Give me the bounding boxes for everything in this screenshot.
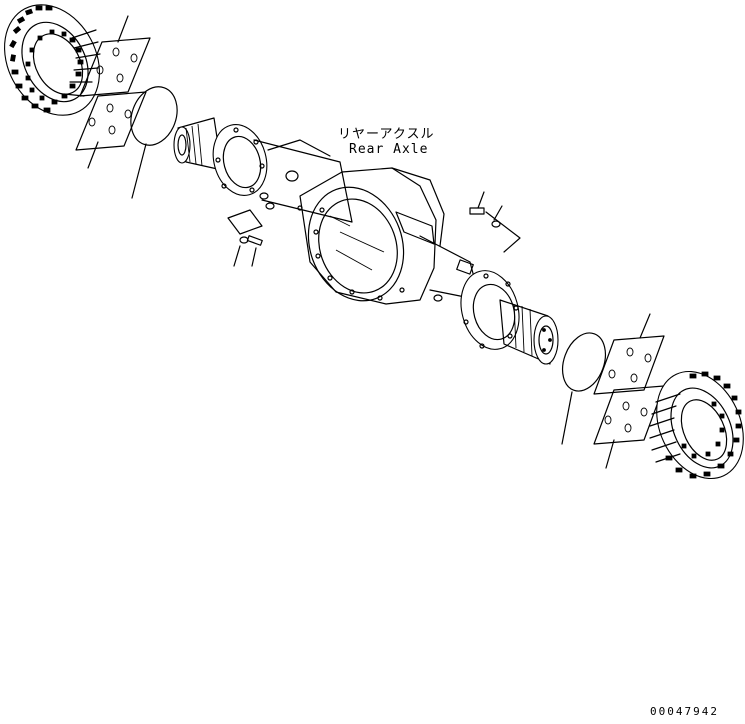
title-japanese: リヤーアクスル	[338, 127, 435, 142]
right-bolt-set	[469, 191, 521, 253]
left-bolt-set	[227, 209, 263, 267]
left-o-ring	[130, 86, 178, 146]
right-hub-studs	[649, 393, 681, 463]
title-english: Rear Axle	[349, 142, 429, 157]
axle-housing	[173, 117, 559, 365]
left-hub-assembly	[4, 4, 101, 116]
right-hub-assembly	[649, 370, 744, 480]
left-hub-teeth	[9, 5, 84, 113]
housing-flange-bolts	[297, 205, 405, 301]
drawing-number: 00047942	[650, 705, 719, 718]
right-leader-lines	[561, 313, 651, 469]
left-leader-lines	[87, 15, 147, 199]
right-o-ring	[561, 332, 607, 392]
right-shim-plates	[593, 335, 665, 445]
left-shim-plates	[75, 37, 151, 151]
